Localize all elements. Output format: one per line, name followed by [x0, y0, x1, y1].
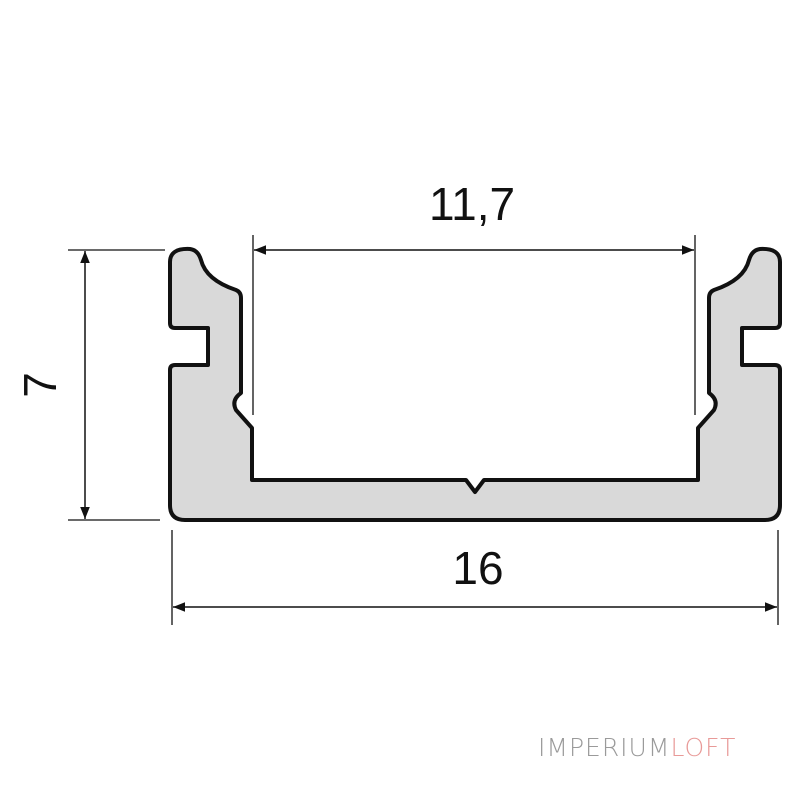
logo-part-loft: LOFT [670, 733, 737, 762]
outer-width-label: 16 [452, 542, 503, 594]
inner-width-label: 11,7 [429, 178, 515, 230]
height-label: 7 [14, 372, 66, 398]
watermark-logo: IMPERIUMLOFT [538, 733, 736, 762]
logo-part-imperium: IMPERIUM [538, 733, 671, 762]
aluminium-profile-section [168, 246, 782, 522]
